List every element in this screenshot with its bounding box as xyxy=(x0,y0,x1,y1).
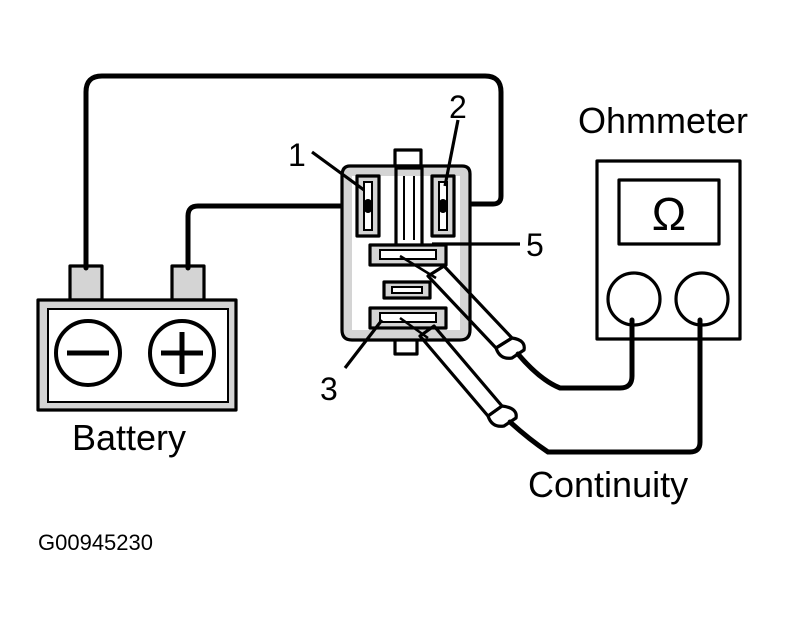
ohmmeter-jack-left xyxy=(606,271,662,327)
battery: Battery xyxy=(36,264,238,458)
relay-top-tab xyxy=(393,148,423,168)
terminal-1-clip xyxy=(363,199,373,213)
ohmmeter-label: Ohmmeter xyxy=(578,100,748,141)
figure-code: G00945230 xyxy=(38,530,153,555)
lead-lower-to-ohmmeter xyxy=(507,317,703,455)
terminal-2-leader xyxy=(443,119,460,187)
continuity-label: Continuity xyxy=(528,464,688,505)
ohmmeter-jack-right xyxy=(674,271,730,327)
probe-upper xyxy=(399,254,526,360)
lead-upper-to-ohmmeter xyxy=(515,317,635,391)
terminal-1-leader xyxy=(311,150,365,192)
ohmmeter-case xyxy=(595,159,742,341)
probe-lower xyxy=(399,316,518,428)
wire-positive-to-terminal-1 xyxy=(185,203,371,271)
terminal-2-label: 2 xyxy=(449,89,467,125)
battery-negative-terminal-icon xyxy=(54,319,122,387)
ohmmeter-display xyxy=(617,178,721,246)
terminal-3-leader xyxy=(343,319,384,369)
terminal-5-label: 5 xyxy=(526,227,544,263)
relay xyxy=(340,148,472,356)
ohm-symbol-icon: Ω xyxy=(652,188,686,240)
wire-negative-to-terminal-2 xyxy=(83,73,504,271)
battery-negative-post xyxy=(68,264,104,302)
battery-positive-terminal-icon xyxy=(148,319,216,387)
ohmmeter: Ω Ohmmeter xyxy=(578,100,748,341)
terminal-2-clip xyxy=(438,199,448,213)
battery-positive-post xyxy=(170,264,206,302)
terminal-3-label: 3 xyxy=(320,371,338,407)
terminal-1-label: 1 xyxy=(288,137,306,173)
battery-label: Battery xyxy=(72,417,186,458)
